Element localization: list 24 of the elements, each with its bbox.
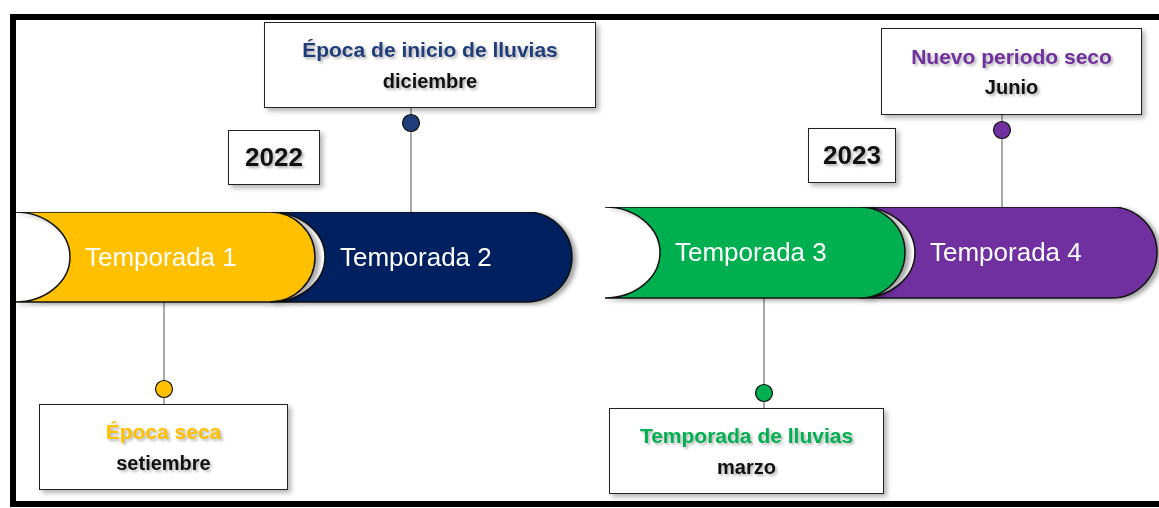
year-label: 2023 bbox=[823, 140, 881, 171]
month-label: Junio bbox=[984, 75, 1039, 101]
season-label: Temporada 2 bbox=[339, 241, 492, 273]
callout-box bbox=[609, 408, 884, 494]
season-label: Temporada 1 bbox=[84, 241, 237, 273]
year-box bbox=[808, 128, 896, 183]
month-label: setiembre bbox=[116, 450, 211, 476]
callout-box bbox=[881, 28, 1142, 115]
callout-title: Época de inicio de lluvias bbox=[302, 37, 558, 64]
leader-line bbox=[992, 114, 1012, 208]
year-box bbox=[228, 130, 320, 185]
season-label: Temporada 3 bbox=[674, 237, 827, 268]
leader-line bbox=[401, 107, 421, 213]
callout-box bbox=[264, 22, 596, 108]
year-label: 2022 bbox=[245, 142, 303, 173]
season-label: Temporada 4 bbox=[929, 237, 1082, 268]
callout-title: Época seca bbox=[105, 419, 222, 446]
month-label: marzo bbox=[717, 454, 776, 480]
leader-line bbox=[754, 297, 774, 409]
callout-title: Nuevo periodo seco bbox=[911, 43, 1112, 70]
month-label: diciembre bbox=[382, 68, 478, 94]
callout-title: Temporada de lluvias bbox=[639, 423, 854, 450]
callout-box bbox=[39, 404, 288, 490]
leader-line bbox=[154, 301, 174, 405]
